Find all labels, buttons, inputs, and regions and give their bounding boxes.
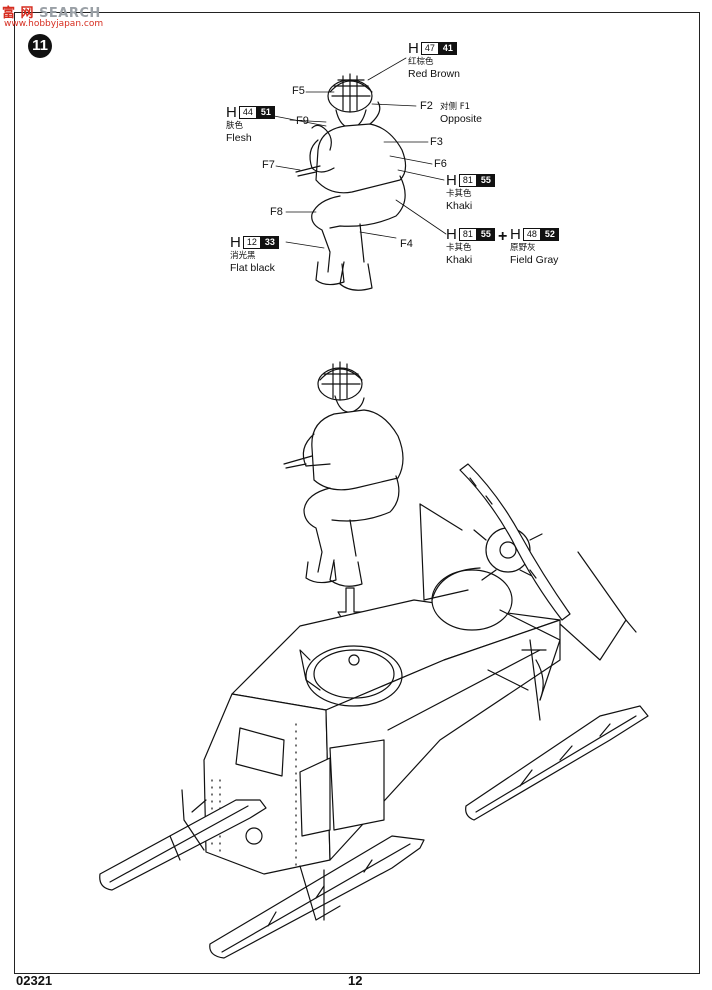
watermark-url: www.hobbyjapan.com — [4, 19, 104, 29]
callout-f3: F3 — [430, 136, 443, 148]
step-number-badge: 11 — [28, 34, 52, 58]
page-number: 12 — [348, 973, 363, 988]
page-frame — [14, 12, 700, 974]
aerosan-body — [99, 463, 649, 959]
watermark-logo: 富 网 SEARCH — [2, 6, 101, 21]
f2-note: 对侧 F1 Opposite — [440, 102, 483, 125]
callout-f5: F5 — [292, 85, 305, 97]
callout-f2: F2 — [420, 100, 433, 112]
callout-f4: F4 — [400, 238, 413, 250]
figure-detail — [295, 73, 407, 291]
callout-f6: F6 — [434, 158, 447, 170]
callout-f7: F7 — [262, 159, 275, 171]
callout-leaders — [273, 57, 447, 249]
callout-f8: F8 — [270, 206, 283, 218]
mix-plus-sign: + — [498, 228, 508, 245]
figure-placement — [283, 361, 404, 587]
callout-f9: F9 — [296, 115, 309, 127]
product-code: 02321 — [16, 973, 53, 988]
